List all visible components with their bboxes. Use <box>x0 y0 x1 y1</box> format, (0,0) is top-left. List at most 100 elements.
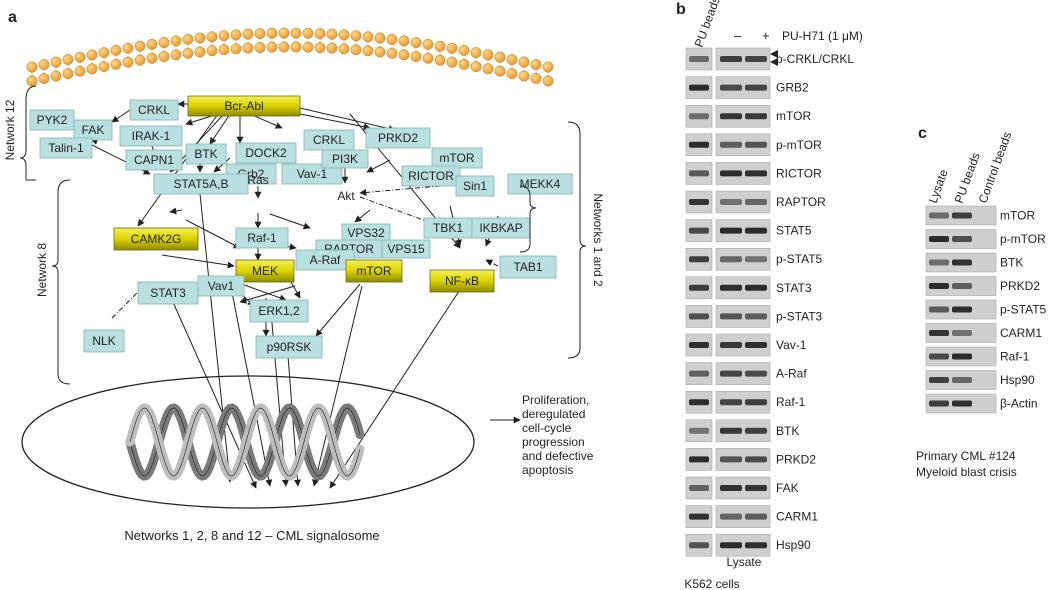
svg-text:deregulated: deregulated <box>522 407 585 421</box>
node-irak1: IRAK-1 <box>119 125 183 147</box>
node-stat5ab: STAT5A,B <box>153 173 249 195</box>
panel-b-col-minus: – <box>734 28 742 43</box>
svg-text:MEK: MEK <box>252 264 278 278</box>
node-btk: BTK <box>185 143 227 165</box>
panel-b-col-pu-beads: PU beads <box>692 0 723 49</box>
node-dock2: DOCK2 <box>235 142 297 164</box>
blot-label: p-mTOR <box>1000 232 1046 246</box>
svg-text:VPS15: VPS15 <box>387 242 425 256</box>
svg-text:Vav-1: Vav-1 <box>297 167 328 181</box>
blot-label: p-STAT5 <box>776 252 823 266</box>
node-tab1: TAB1 <box>499 255 557 279</box>
blot-label: p-mTOR <box>776 138 822 152</box>
svg-text:PYK2: PYK2 <box>37 113 68 127</box>
blot-label: RICTOR <box>776 166 822 180</box>
node-prkd2: PRKD2 <box>365 127 431 149</box>
blot-label: mTOR <box>776 109 811 123</box>
svg-text:cell-cycle: cell-cycle <box>522 421 572 435</box>
blot-label: PRKD2 <box>776 452 816 466</box>
node-crkl2: CRKL <box>303 129 355 151</box>
node-ikbkap: IKBKAP <box>471 217 531 239</box>
svg-text:TAB1: TAB1 <box>513 260 542 274</box>
node-rictor: RICTOR <box>401 165 461 187</box>
svg-text:CRKL: CRKL <box>313 133 345 147</box>
node-mtor1: mTOR <box>431 147 483 169</box>
mekk4-brace <box>519 185 537 253</box>
svg-text:Bcr-Abl: Bcr-Abl <box>224 99 263 113</box>
ras-label: Ras <box>247 173 268 187</box>
svg-text:PI3K: PI3K <box>332 152 358 166</box>
svg-text:Raf-1: Raf-1 <box>247 231 277 245</box>
svg-text:and defective: and defective <box>522 449 594 463</box>
node-raf1: Raf-1 <box>235 227 289 249</box>
svg-text:Vav1: Vav1 <box>208 279 235 293</box>
blot-label: GRB2 <box>776 81 809 95</box>
svg-text:progression: progression <box>522 435 585 449</box>
node-tbk1: TBK1 <box>423 217 473 239</box>
svg-text:CAPN1: CAPN1 <box>134 153 174 167</box>
node-vps15: VPS15 <box>381 239 431 259</box>
svg-text:CRKL: CRKL <box>138 103 170 117</box>
blot-label: β-Actin <box>1000 397 1038 411</box>
blot-label: mTOR <box>1000 209 1035 223</box>
node-camk2g: CAMK2G <box>113 227 199 251</box>
svg-text:Sin1: Sin1 <box>463 179 487 193</box>
blot-label: CARM1 <box>1000 326 1042 340</box>
blot-label: PRKD2 <box>1000 279 1040 293</box>
panel-c-col-control: Control beads <box>976 130 1015 205</box>
node-pyk2: PYK2 <box>29 109 75 131</box>
svg-text:NF-κB: NF-κB <box>445 274 479 288</box>
svg-text:A-Raf: A-Raf <box>310 253 341 267</box>
panel-b-col-plus: + <box>762 28 770 43</box>
panel-b-treatment: PU-H71 (1 μM) <box>782 29 863 43</box>
blot-label: STAT3 <box>776 281 812 295</box>
node-nfkb: NF-κB <box>429 269 495 293</box>
svg-text:NLK: NLK <box>92 334 115 348</box>
network-brackets <box>19 85 587 385</box>
node-sin1: Sin1 <box>455 175 495 197</box>
panel-b-letter: b <box>676 1 686 18</box>
blot-label: STAT5 <box>776 224 812 238</box>
node-talin1: Talin-1 <box>39 137 93 159</box>
node-fak: FAK <box>73 119 113 141</box>
blot-label: Raf-1 <box>1000 350 1030 364</box>
blot-label: BTK <box>776 424 799 438</box>
blot-label: p-STAT5 <box>1000 303 1047 317</box>
svg-text:TBK1: TBK1 <box>433 221 463 235</box>
svg-text:RICTOR: RICTOR <box>408 169 454 183</box>
svg-text:IKBKAP: IKBKAP <box>479 221 522 235</box>
svg-text:ERK1,2: ERK1,2 <box>258 304 300 318</box>
node-crkl1: CRKL <box>129 99 179 121</box>
svg-text:mTOR: mTOR <box>356 264 391 278</box>
node-nlk: NLK <box>83 329 125 353</box>
svg-text:apoptosis: apoptosis <box>522 463 573 477</box>
panel-b-lysate: Lysate <box>727 555 762 569</box>
node-vav1b: Vav1 <box>197 275 245 297</box>
blot-label: CARM1 <box>776 510 818 524</box>
svg-text:CAMK2G: CAMK2G <box>131 232 182 246</box>
svg-text:p90RSK: p90RSK <box>267 340 312 354</box>
panel-a-caption: Networks 1, 2, 8 and 12 – CML signalosom… <box>124 528 379 543</box>
cell-membrane <box>26 27 554 87</box>
node-vps32: VPS32 <box>341 223 391 243</box>
svg-text:mTOR: mTOR <box>439 151 474 165</box>
node-mekk4: MEKK4 <box>507 173 573 195</box>
band-arrowheads <box>770 50 778 66</box>
svg-text:DOCK2: DOCK2 <box>245 146 287 160</box>
panel-c-col-lysate: Lysate <box>926 167 951 205</box>
node-p90rsk: p90RSK <box>255 335 323 359</box>
svg-text:STAT3: STAT3 <box>150 286 186 300</box>
panel-c-blot: mTORp-mTORBTKPRKD2p-STAT5CARM1Raf-1Hsp90… <box>925 205 1047 414</box>
panel-a-letter: a <box>8 9 17 26</box>
blot-label: Vav-1 <box>776 338 807 352</box>
node-araf: A-Raf <box>295 249 355 271</box>
svg-text:FAK: FAK <box>82 123 105 137</box>
blot-label: BTK <box>1000 256 1023 270</box>
blot-label: Raf-1 <box>776 395 806 409</box>
node-pi3k: PI3K <box>321 149 369 169</box>
svg-text:BTK: BTK <box>194 147 217 161</box>
svg-text:Proliferation,: Proliferation, <box>522 393 589 407</box>
dna-helix <box>125 403 365 481</box>
